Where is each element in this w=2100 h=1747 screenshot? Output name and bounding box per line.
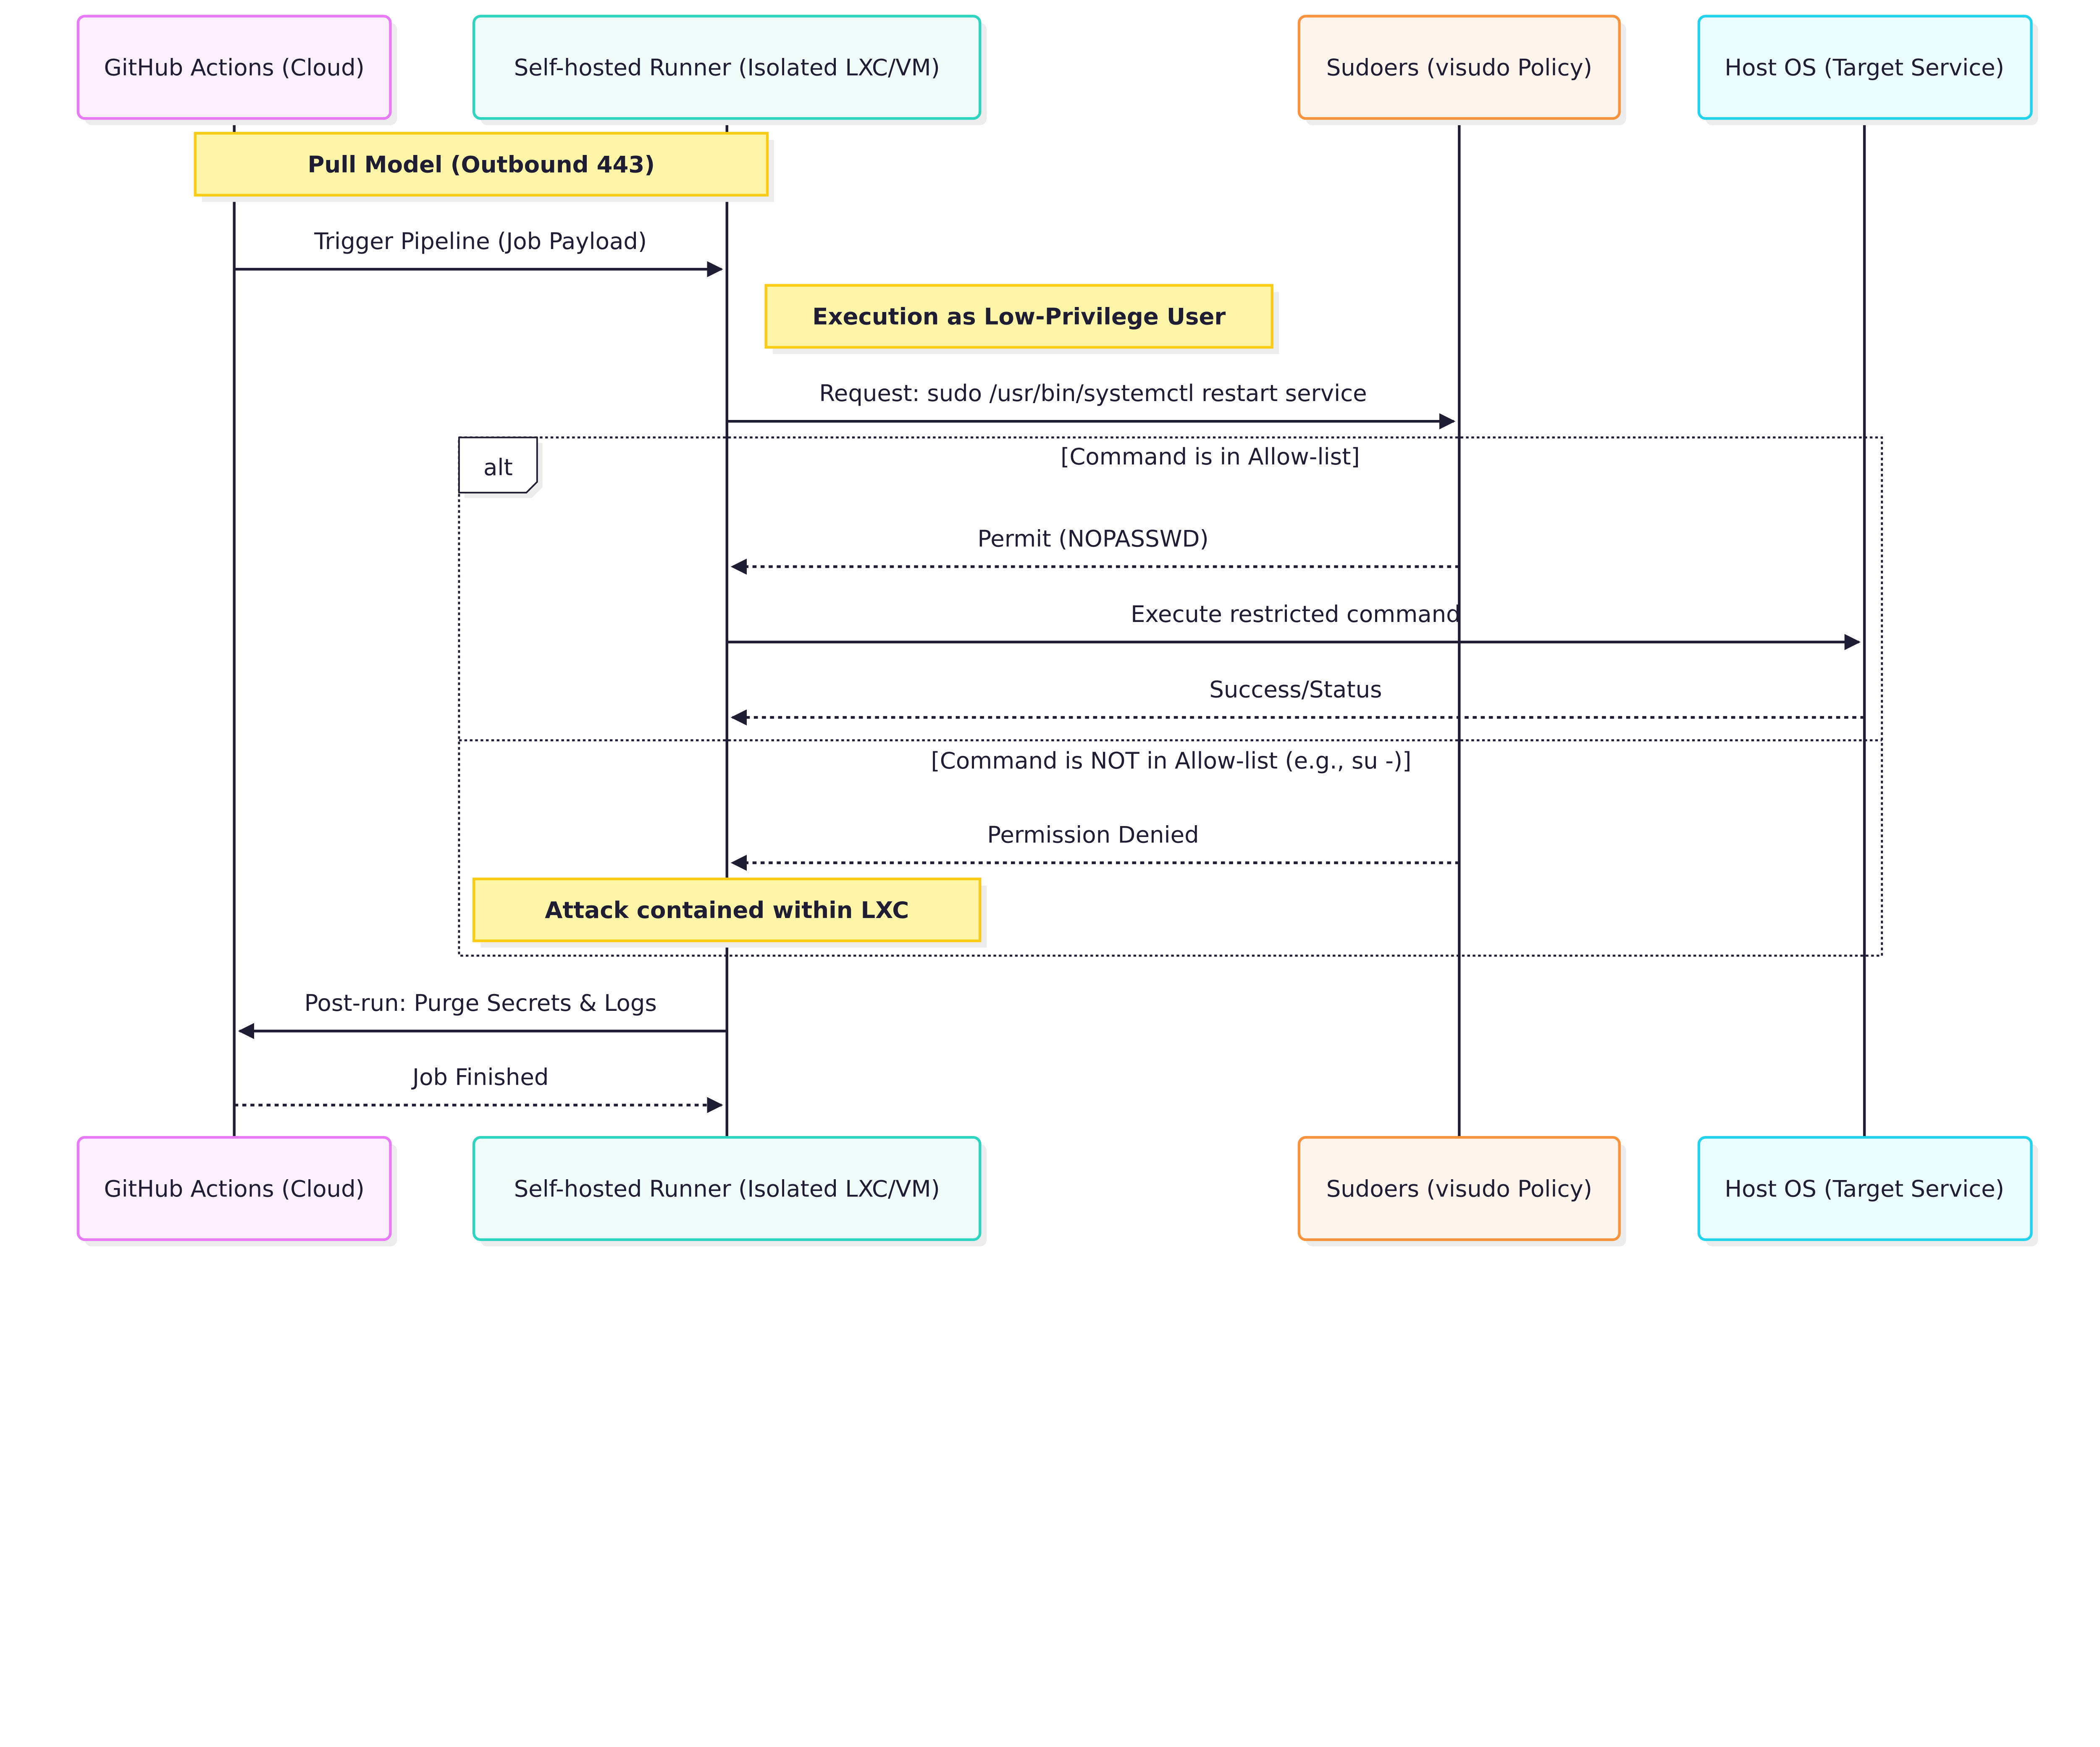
actor-label-runner-top: Self-hosted Runner (Isolated LXC/VM) — [514, 54, 940, 81]
note-box — [472, 877, 982, 942]
note-text: Attack contained within LXC — [545, 897, 909, 923]
actor-label-host-top: Host OS (Target Service) — [1725, 54, 2004, 81]
actor-label-gh-bottom: GitHub Actions (Cloud) — [104, 1175, 364, 1202]
note-box — [194, 132, 769, 197]
actor-label-runner-bottom: Self-hosted Runner (Isolated LXC/VM) — [514, 1175, 940, 1202]
actor-box-runner-top — [472, 15, 982, 120]
message-label: Post-run: Purge Secrets & Logs — [304, 989, 657, 1016]
sequence-diagram: alt [Command is in Allow-list] [Command is… — [76, 15, 2038, 1246]
message-label: Permit (NOPASSWD) — [977, 525, 1208, 552]
actor-box-host-bottom — [1697, 1136, 2033, 1241]
message-label: Permission Denied — [987, 821, 1199, 848]
alt-frame — [458, 436, 1883, 957]
alt-tag — [458, 436, 538, 493]
message-label: Execute restricted command — [1131, 601, 1461, 627]
alt-guard-allowed: [Command is in Allow-list] — [1060, 443, 1360, 470]
alt-fragment: alt [Command is in Allow-list] [Command is… — [458, 436, 1883, 957]
actor-label-sudo-top: Sudoers (visudo Policy) — [1326, 54, 1592, 81]
lifelines — [233, 118, 1866, 1138]
message-label: Trigger Pipeline (Job Payload) — [314, 228, 647, 254]
actor-label-gh-top: GitHub Actions (Cloud) — [104, 54, 364, 81]
actors: GitHub Actions (Cloud) GitHub Actions (Cl… — [76, 15, 2038, 1246]
alt-guard-denied: [Command is NOT in Allow-list (e.g., su … — [931, 747, 1412, 774]
notes: Pull Model (Outbound 443) Execution as Lo… — [194, 132, 1279, 948]
message-label: Job Finished — [411, 1063, 549, 1090]
actor-box-host-top — [1697, 15, 2033, 120]
actor-box-runner-bottom — [472, 1136, 982, 1241]
note-box — [764, 284, 1274, 349]
actor-box-gh-bottom — [76, 1136, 392, 1241]
alt-label: alt — [483, 454, 513, 480]
actor-label-host-bottom: Host OS (Target Service) — [1725, 1175, 2004, 1202]
actor-box-sudo-top — [1297, 15, 1621, 120]
actor-box-gh-top — [76, 15, 392, 120]
messages: Trigger Pipeline (Job Payload) Request: s… — [234, 228, 1865, 1113]
note-text: Pull Model (Outbound 443) — [307, 151, 655, 178]
actor-box-sudo-bottom — [1297, 1136, 1621, 1241]
actor-label-sudo-bottom: Sudoers (visudo Policy) — [1326, 1175, 1592, 1202]
note-text: Execution as Low-Privilege User — [812, 303, 1226, 330]
message-label: Request: sudo /usr/bin/systemctl restart… — [819, 380, 1367, 407]
message-label: Success/Status — [1209, 676, 1382, 703]
